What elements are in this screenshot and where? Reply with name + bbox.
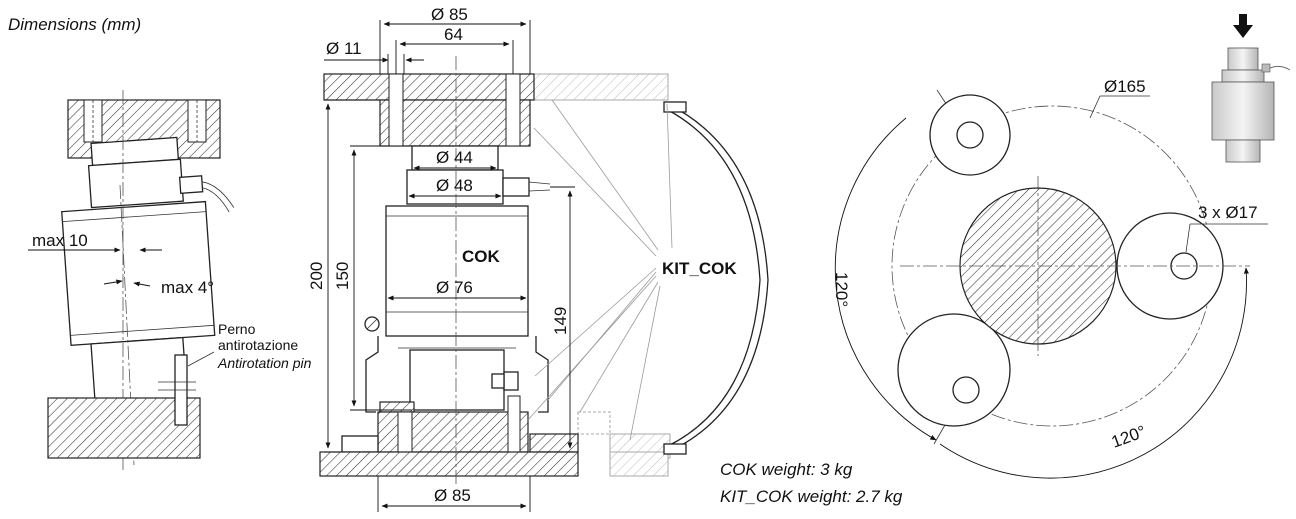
dim-top-diameter: Ø 85 <box>431 5 468 24</box>
label-cok: COK <box>462 247 501 266</box>
max-offset-label: max 10 <box>32 231 88 250</box>
load-cell-icon <box>1211 47 1291 163</box>
dim-height-150: 150 <box>333 262 352 290</box>
section-view: Ø 85 64 Ø 11 Ø 44 Ø 48 Ø 76 COK KIT_COK … <box>307 5 769 512</box>
angle-label-1: 120° <box>832 272 851 307</box>
dim-holes: 3 x Ø17 <box>1198 203 1258 222</box>
dim-bottom-diameter: Ø 85 <box>434 486 471 505</box>
dim-height-200: 200 <box>307 262 326 290</box>
dim-d76: Ø 76 <box>436 278 473 297</box>
pin-label-it-1: Perno <box>218 321 256 337</box>
kit-leaders <box>527 99 673 441</box>
plan-view: Ø165 3 x Ø17 120° 120° <box>832 77 1268 479</box>
kit-cok-weight: KIT_COK weight: 2.7 kg <box>720 487 903 506</box>
dim-height-149: 149 <box>551 307 570 335</box>
pin-label-en: Antirotation pin <box>217 355 312 371</box>
pin-label-it-2: antirotazione <box>218 337 298 353</box>
page-title: Dimensions (mm) <box>8 15 141 34</box>
angle-label-2: 120° <box>1109 422 1149 452</box>
dim-hole-spacing: 64 <box>444 25 463 44</box>
dim-d48: Ø 48 <box>436 176 473 195</box>
tilted-load-cell <box>61 136 235 415</box>
max-angle-label: max 4° <box>161 278 214 297</box>
tilt-view: max 10 max 4° Perno antirotazione Antiro… <box>28 90 312 470</box>
dim-d44: Ø 44 <box>436 148 473 167</box>
dim-pitch-diameter: Ø165 <box>1104 77 1146 96</box>
down-arrow-icon <box>1233 14 1253 38</box>
dim-hole-diameter: Ø 11 <box>326 39 362 58</box>
cok-weight: COK weight: 3 kg <box>720 460 853 479</box>
label-kit-cok: KIT_COK <box>662 259 737 278</box>
